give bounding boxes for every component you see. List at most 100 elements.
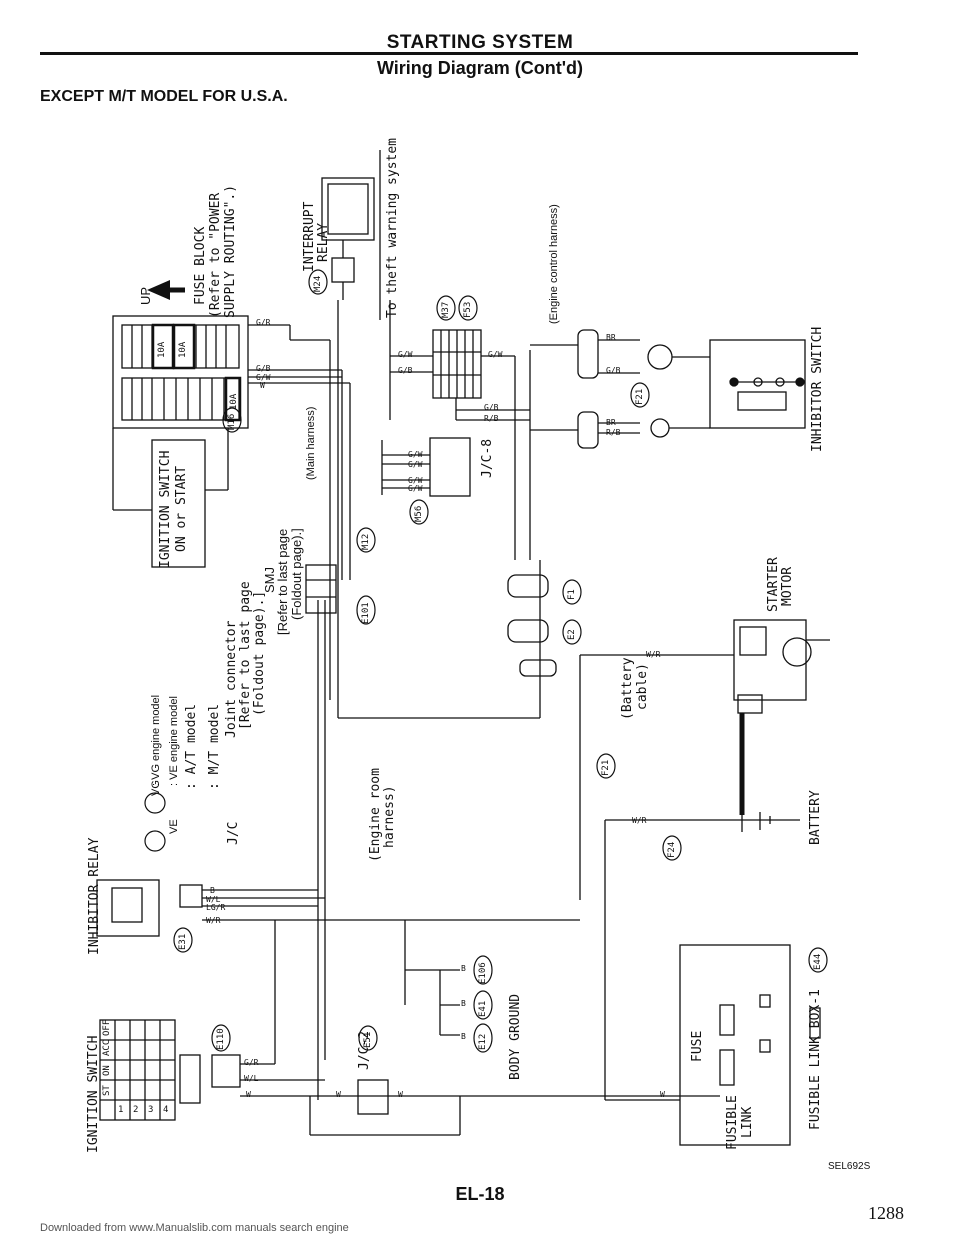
wire-gb-4: G/B <box>484 403 499 412</box>
fuse-block <box>112 315 249 429</box>
fuse-10a-2: 10A <box>178 341 188 358</box>
ign-row-2: 2 <box>133 1105 139 1115</box>
engine-room-label2: harness) <box>382 785 397 848</box>
legend-ve-marker <box>144 830 166 852</box>
main-harness-label: (Main harness) <box>305 406 317 480</box>
wire-b-1: B <box>210 886 215 895</box>
e44-code: E44 <box>813 953 823 970</box>
fuse-block-ref1: (Refer to "POWER <box>208 192 223 318</box>
f53-marker <box>458 295 478 321</box>
ign-row-4: 4 <box>163 1105 169 1115</box>
fusible-link-label1: FUSIBLE <box>725 1095 740 1150</box>
starter-motor-label1: STARTER <box>766 557 781 612</box>
m16-marker <box>222 407 242 433</box>
e31-marker <box>173 927 193 953</box>
e101-marker <box>356 595 376 625</box>
wire-gr-1: G/R <box>256 318 271 327</box>
wire-w-2: W <box>246 1090 251 1099</box>
inhibitor-relay-label: INHIBITOR RELAY <box>87 837 102 955</box>
wire-gb-1: G/B <box>256 364 271 373</box>
joint-label1: Joint connector <box>224 620 239 738</box>
m56-marker <box>409 499 429 525</box>
legend-vg-text: : VG engine model <box>150 694 162 786</box>
starter-motor <box>733 619 807 701</box>
legend-ve-text: : VE engine model <box>168 696 180 786</box>
joint-label3: (Foldout page).] <box>252 590 267 716</box>
source-note: Downloaded from www.Manualslib.com manua… <box>40 1222 349 1234</box>
legend-jc-sym: J/C <box>226 821 241 845</box>
wire-w-1: W <box>260 381 265 390</box>
f1-marker <box>562 579 582 605</box>
battery-label: BATTERY <box>808 790 823 845</box>
page-code: EL-18 <box>455 1184 505 1204</box>
battery-cable-label2: cable) <box>635 663 650 710</box>
wire-b-3: B <box>461 999 466 1008</box>
e12-marker <box>473 1023 493 1053</box>
ignition-switch-box-label1: IGNITION SWITCH <box>158 450 173 568</box>
m56-code: M56 <box>414 505 424 522</box>
wire-w-3: W <box>336 1090 341 1099</box>
starter-motor-label2: MOTOR <box>780 566 795 606</box>
e110-marker <box>211 1024 231 1052</box>
smj-connector <box>305 564 337 614</box>
e106-code: E106 <box>478 962 488 984</box>
wire-gw-7: G/W <box>408 484 423 493</box>
fuse-block-label: FUSE BLOCK <box>193 226 208 305</box>
engine-control-harness-label: (Engine control harness) <box>548 204 560 324</box>
page-number: 1288 <box>868 1203 904 1223</box>
fusible-link-box-label: FUSIBLE LINK BOX-1 <box>808 989 823 1130</box>
up-label: UP <box>138 286 153 305</box>
fuse-block-ref2: SUPPLY ROUTING".) <box>223 184 238 318</box>
wire-w-5: W <box>660 1090 665 1099</box>
title-rule <box>40 52 858 55</box>
e2-marker <box>562 619 582 645</box>
wire-wr-1: W/R <box>646 650 661 659</box>
ign-header-on: ON <box>102 1065 112 1076</box>
m12-marker <box>356 527 376 553</box>
wire-wr-3: W/R <box>206 916 221 925</box>
ignition-switch-left-label: IGNITION SWITCH <box>86 1035 101 1153</box>
e41-code: E41 <box>478 1000 488 1017</box>
e110-code: E110 <box>216 1028 226 1050</box>
inhibitor-relay <box>96 879 160 937</box>
jc-2 <box>357 1079 389 1115</box>
interrupt-relay <box>321 177 375 241</box>
legend-mt-text: : M/T model <box>207 703 222 790</box>
battery-cable-label1: (Battery <box>620 657 635 720</box>
m24-code: M24 <box>313 275 323 292</box>
figure-code: SEL692S <box>828 1161 871 1172</box>
ignition-switch-box <box>151 439 206 568</box>
m37-marker <box>436 295 456 321</box>
f21-marker <box>630 382 650 408</box>
e31-code: E31 <box>178 933 188 950</box>
vg-connector-lower <box>519 659 557 677</box>
legend-vg-marker <box>144 792 166 814</box>
theft-label: To theft warning system <box>385 137 400 318</box>
e51-marker <box>358 1025 378 1051</box>
fuse-10a-3: 10A <box>229 393 239 410</box>
legend-ve-sym: VE <box>168 819 180 834</box>
f24-code: F24 <box>667 841 677 858</box>
wire-gw-3: G/W <box>488 350 503 359</box>
page-title: STARTING SYSTEM <box>386 32 574 53</box>
fusible-link-label2: LINK <box>740 1106 755 1138</box>
f24-marker <box>662 835 682 861</box>
wire-br-2: BR <box>606 418 616 427</box>
e51-code: E51 <box>363 1031 373 1048</box>
smj-label2: [Refer to last page <box>275 528 290 635</box>
e41-marker <box>473 990 493 1020</box>
fuse-10a-1: 10A <box>157 341 167 358</box>
legend-at-text: : A/T model <box>184 703 199 790</box>
model-note: EXCEPT M/T MODEL FOR U.S.A. <box>40 88 288 105</box>
jc8-label: J/C-8 <box>480 438 495 478</box>
wire-gw-6: G/W <box>408 476 423 485</box>
inhibitor-switch-right <box>709 339 806 429</box>
e106-marker <box>473 955 493 985</box>
e101-code: E101 <box>361 602 371 624</box>
e110-connector <box>179 1054 201 1104</box>
wire-gb-2: G/B <box>398 366 413 375</box>
m12-code: M12 <box>361 533 371 550</box>
body-ground-label: BODY GROUND <box>508 993 523 1080</box>
f1-connector <box>507 574 549 598</box>
ign-header-off: OFF <box>102 1019 112 1036</box>
